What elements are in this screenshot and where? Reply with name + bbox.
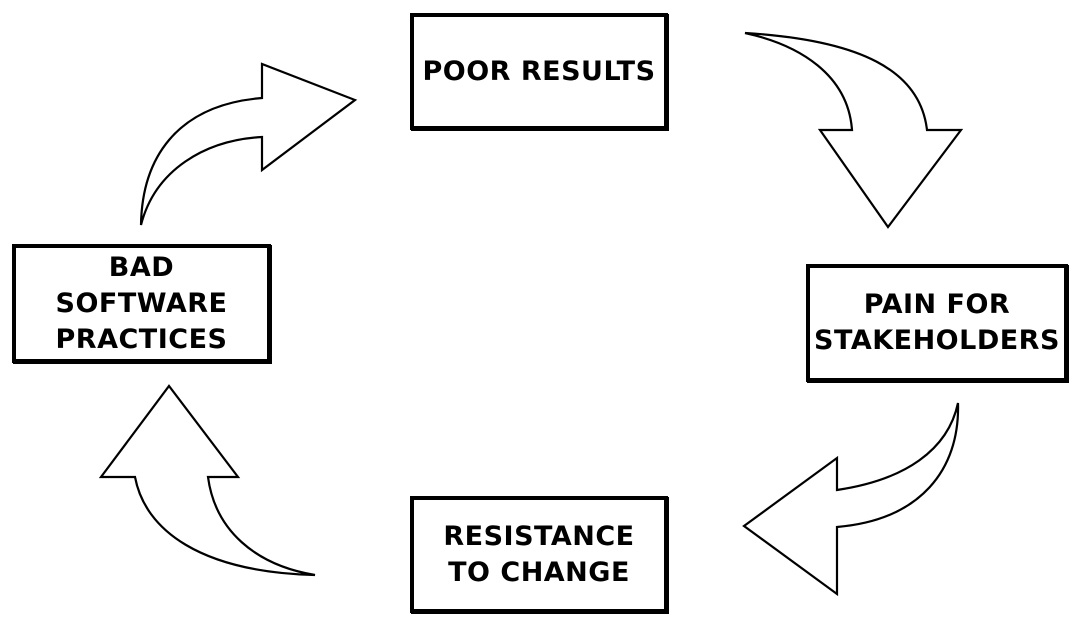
- node-pain-label-line1: PAIN FOR: [863, 289, 1011, 320]
- node-poor-results-label: POOR RESULTS: [422, 55, 656, 87]
- node-pain-label-line2: STAKEHOLDERS: [814, 325, 1060, 356]
- arrow-poor-to-pain: [744, 31, 964, 229]
- node-resist-label-line2: TO CHANGE: [448, 556, 630, 588]
- node-resistance-to-change: RESISTANCE TO CHANGE: [410, 496, 668, 613]
- node-bad-label-line3: PRACTICES: [55, 323, 228, 355]
- arrow-pain-to-resist: [742, 402, 960, 597]
- node-bad-label-line1: BAD: [108, 251, 175, 283]
- arrow-bad-to-poor: [139, 62, 358, 226]
- arrow-resist-to-bad: [98, 384, 316, 577]
- node-bad-software-practices: BAD SOFTWARE PRACTICES: [12, 244, 271, 363]
- node-resist-label-line1: RESISTANCE: [443, 520, 635, 552]
- node-bad-label-line2: SOFTWARE: [55, 287, 228, 319]
- node-poor-results: POOR RESULTS: [410, 13, 668, 130]
- node-pain-for-stakeholders: PAIN FOR STAKEHOLDERS: [806, 264, 1068, 382]
